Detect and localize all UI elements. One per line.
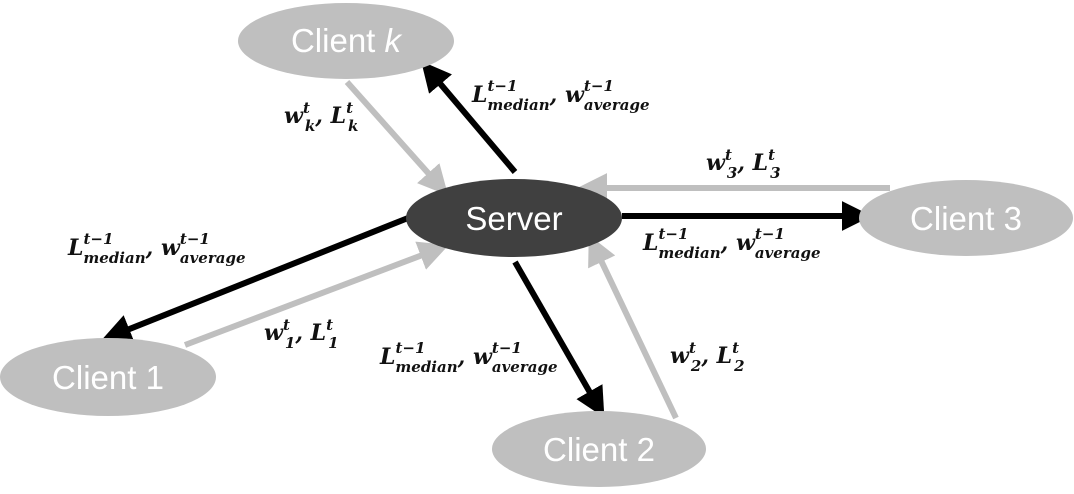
client-1-node xyxy=(0,338,216,416)
client-1-label: Client 1 xyxy=(52,359,164,396)
upload-arrow-client-1 xyxy=(183,241,449,348)
client-3-label: Client 3 xyxy=(910,200,1022,237)
server-node xyxy=(406,179,622,257)
upload-arrow-client-2 xyxy=(588,234,679,420)
download-arrow-client-1 xyxy=(101,215,410,344)
client-2-label: Client 2 xyxy=(543,431,655,468)
upload-arrow-client-k xyxy=(344,80,449,196)
download-arrow-client-2 xyxy=(512,260,605,418)
client-3-node xyxy=(859,180,1073,256)
client-k-label: Client k xyxy=(291,22,403,59)
download-arrow-client-k xyxy=(421,61,518,174)
server-label: Server xyxy=(465,200,562,237)
client-2-node xyxy=(492,411,706,487)
client-k-node xyxy=(238,3,454,79)
